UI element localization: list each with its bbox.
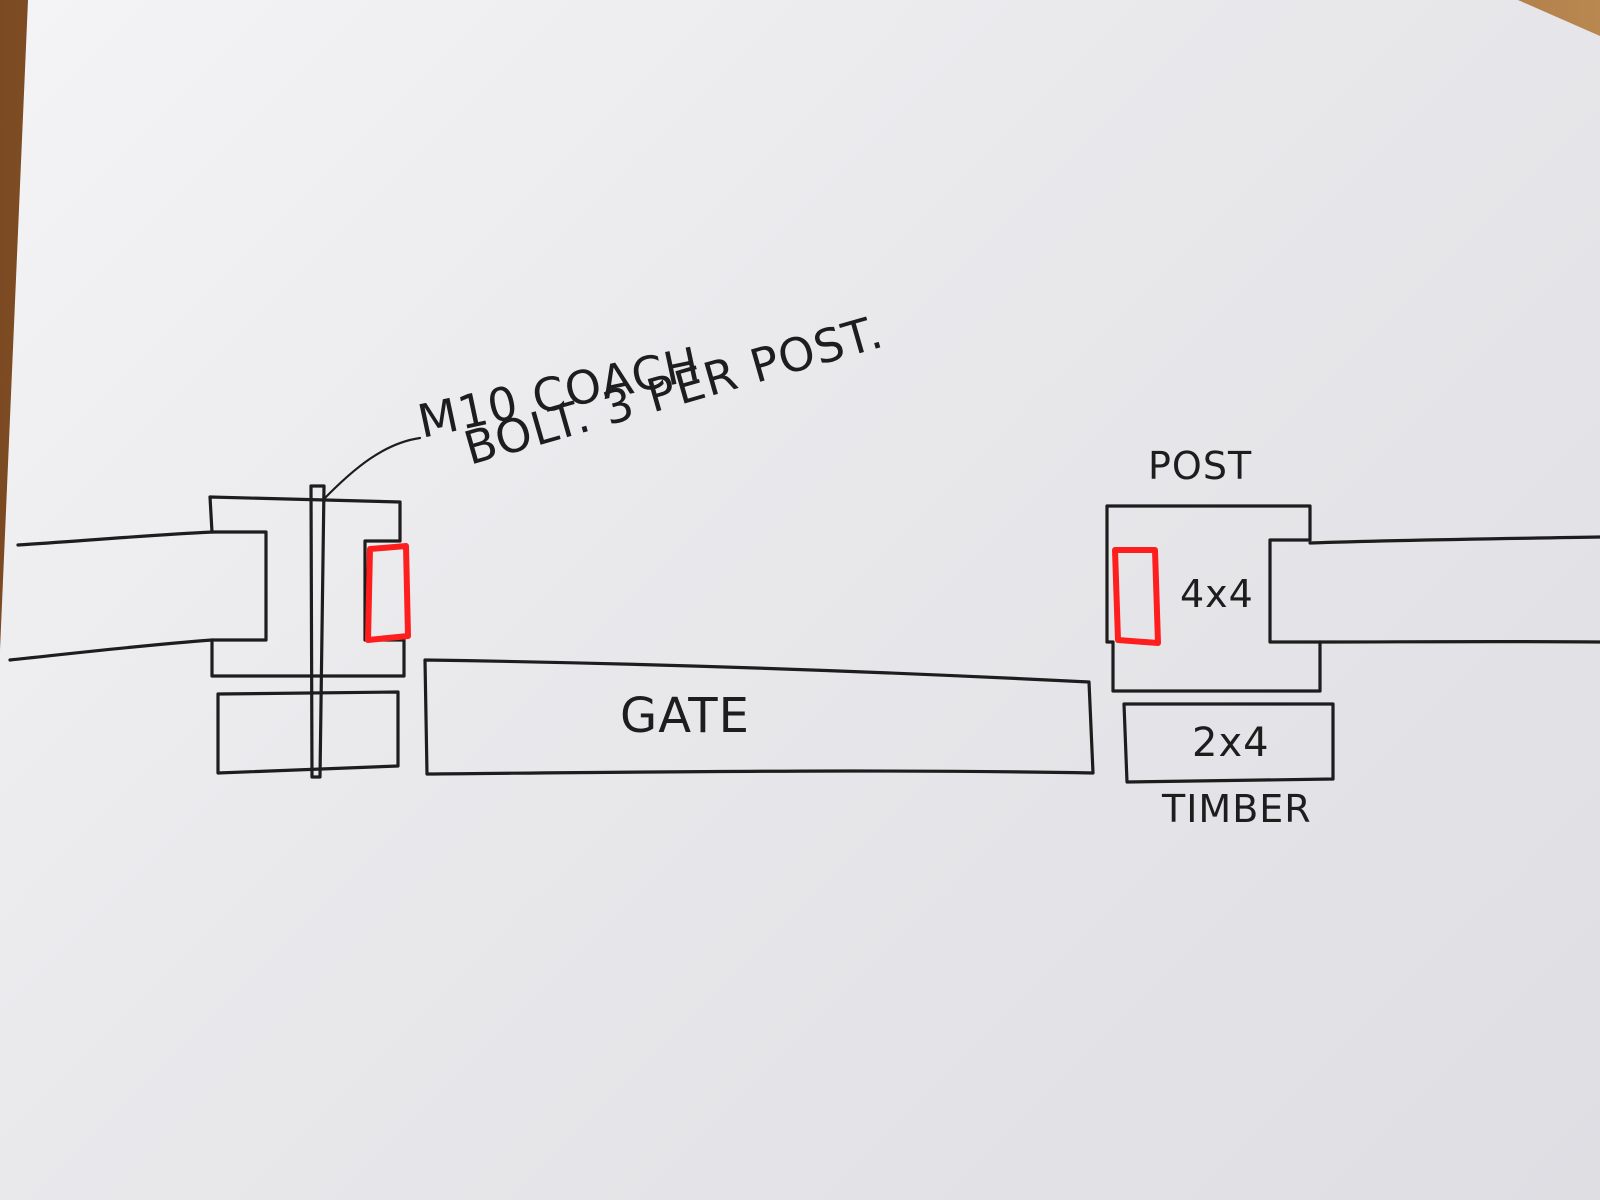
timber-size-label: 2x4 [1192,720,1270,766]
gate-board [423,658,1095,776]
left-red-slot [365,543,411,643]
left-fence-rails [8,530,215,662]
gate-label: GATE [620,688,750,744]
right-timber [1122,702,1335,784]
right-red-slot [1112,547,1161,646]
left-timber [216,690,400,775]
right-fence-rails [1308,535,1600,644]
left-post [208,495,406,678]
post-size-label: 4x4 [1180,572,1254,616]
timber-label: TIMBER [1161,787,1312,831]
coach-bolt [309,436,422,779]
post-label: POST [1148,444,1252,488]
